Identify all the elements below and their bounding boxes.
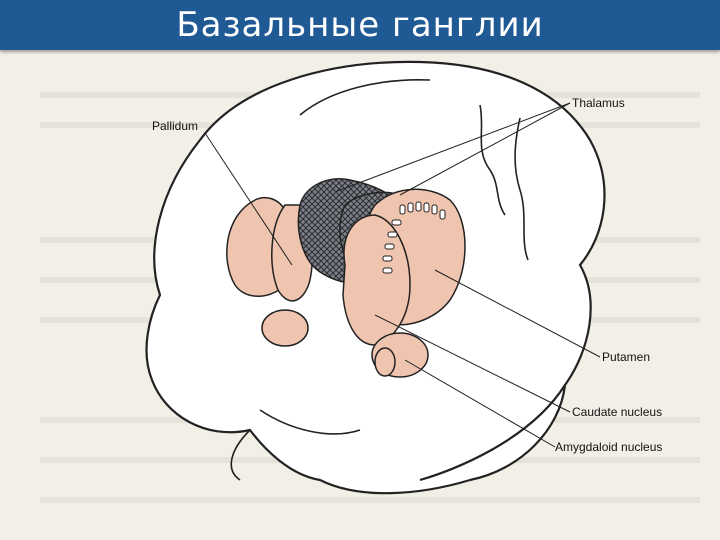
nuclei-group <box>226 178 466 378</box>
label-putamen: Putamen <box>602 350 650 364</box>
putamen-leader <box>434 269 601 358</box>
label-amygdaloid: Amygdaloid nucleus <box>555 440 662 454</box>
thalamus-leader-2 <box>399 102 571 196</box>
title-bar: Базальные ганглии <box>0 0 720 50</box>
basal-ganglia-figure: Pallidum Thalamus Putamen Caudate nucleu… <box>40 60 700 503</box>
leader-lines <box>204 102 601 448</box>
slide-title: Базальные ганглии <box>176 5 544 45</box>
pallidum-leader <box>204 132 293 266</box>
caudate-leader <box>374 314 571 413</box>
amygdaloid-leader <box>404 359 556 448</box>
thalamus-leader-1 <box>334 102 571 193</box>
label-pallidum: Pallidum <box>152 119 198 133</box>
label-thalamus: Thalamus <box>572 96 625 110</box>
label-caudate: Caudate nucleus <box>572 405 662 419</box>
striations <box>382 201 446 274</box>
amygdala-far <box>261 309 309 347</box>
amygdala-tail <box>374 347 396 377</box>
